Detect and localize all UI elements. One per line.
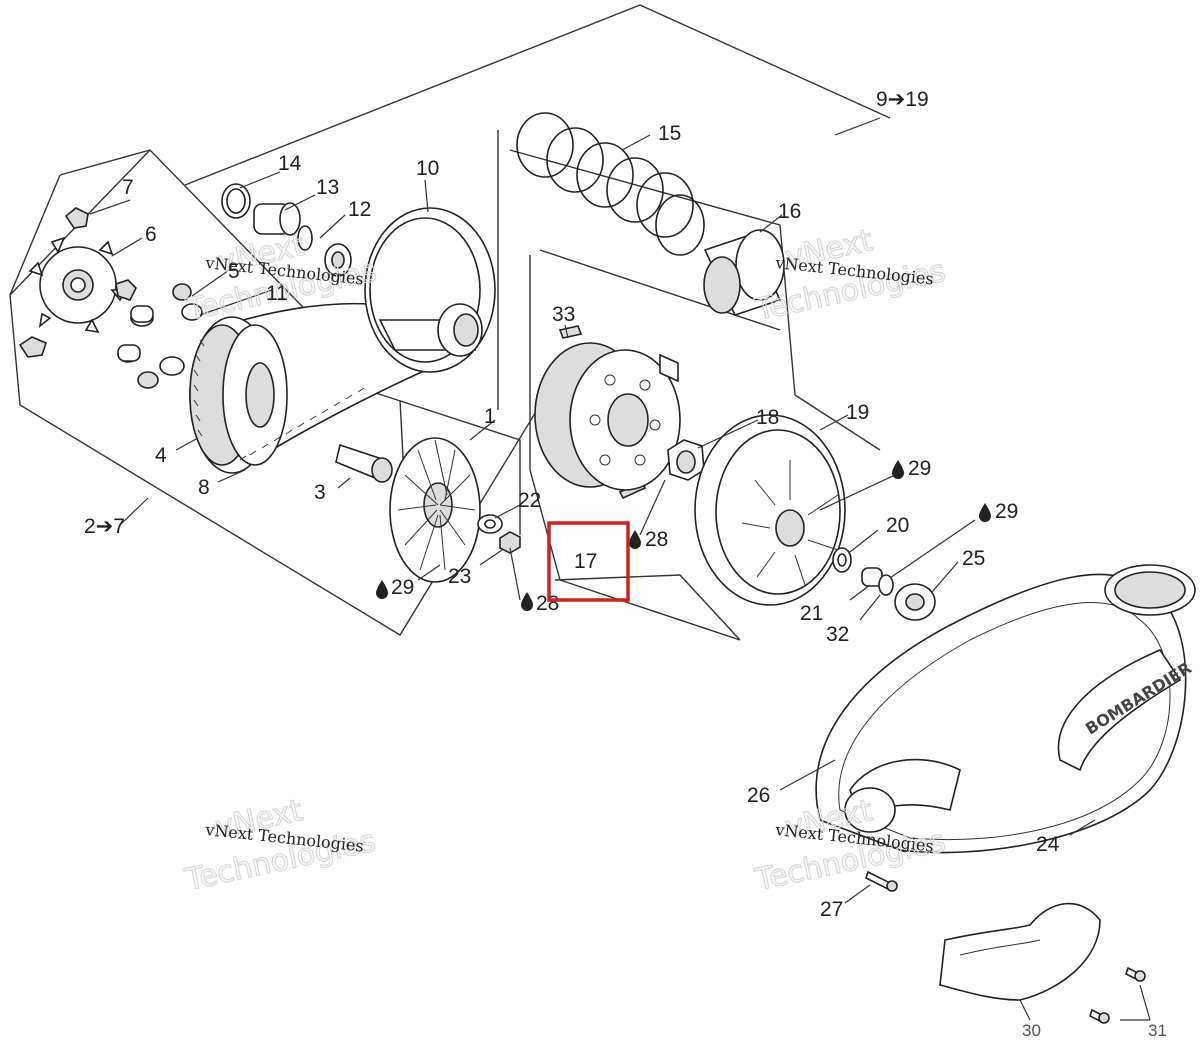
spring-and-sleeve xyxy=(516,112,785,316)
callout-28-a: 28 xyxy=(645,528,668,551)
primary-pulley-parts xyxy=(18,207,203,389)
callout-33: 33 xyxy=(552,303,575,326)
callout-labels: 7 6 5 11 14 13 12 10 15 16 9➔19 33 18 19… xyxy=(84,88,1167,1040)
oil-drop-icon xyxy=(629,530,641,549)
clutch-assembly xyxy=(534,325,705,500)
callout-23: 23 xyxy=(448,565,471,588)
callout-8: 8 xyxy=(198,476,210,499)
lubrication-markers xyxy=(376,460,991,611)
callout-17: 17 xyxy=(574,550,597,573)
callout-28-b: 28 xyxy=(536,592,559,615)
callout-10: 10 xyxy=(416,157,439,180)
callout-3: 3 xyxy=(314,481,326,504)
callout-6: 6 xyxy=(145,223,157,246)
callout-4: 4 xyxy=(155,444,167,467)
secondary-pulley-parts xyxy=(221,183,496,373)
clutch-cover: BOMBARDIER xyxy=(815,564,1196,854)
callout-12: 12 xyxy=(348,198,371,221)
callout-29-b: 29 xyxy=(908,457,931,480)
callout-11: 11 xyxy=(266,282,288,305)
callout-13: 13 xyxy=(316,176,339,199)
callout-20: 20 xyxy=(886,514,909,537)
callout-16: 16 xyxy=(778,200,801,223)
callout-32: 32 xyxy=(826,623,849,646)
callout-19: 19 xyxy=(846,401,869,424)
callout-21: 21 xyxy=(800,602,823,625)
oil-drop-icon xyxy=(979,503,991,522)
bearing-parts xyxy=(832,547,936,621)
oil-drop-icon xyxy=(376,580,388,599)
callout-31: 31 xyxy=(1148,1021,1167,1040)
callout-22: 22 xyxy=(518,489,541,512)
callout-14: 14 xyxy=(278,152,302,175)
callout-group-2-7: 2➔7 xyxy=(84,515,125,538)
highlight-box-part-17 xyxy=(547,521,630,602)
oil-drop-icon xyxy=(892,460,904,479)
oil-drop-icon xyxy=(521,592,533,611)
callout-25: 25 xyxy=(962,547,985,570)
fan-and-sleeve xyxy=(335,437,521,583)
callout-29-c: 29 xyxy=(995,500,1018,523)
callout-30: 30 xyxy=(1022,1021,1041,1040)
callout-15: 15 xyxy=(658,122,681,145)
leader-lines xyxy=(89,117,1151,1021)
clutch-drum xyxy=(694,414,846,606)
callout-group-9-19: 9➔19 xyxy=(876,88,929,111)
callout-26: 26 xyxy=(747,784,770,807)
callout-27: 27 xyxy=(820,898,843,921)
callout-18: 18 xyxy=(756,406,779,429)
duct-cover xyxy=(865,870,1146,1024)
callout-29-a: 29 xyxy=(391,576,414,599)
callout-5: 5 xyxy=(228,260,240,283)
callout-1: 1 xyxy=(484,405,496,428)
callout-7: 7 xyxy=(122,176,134,199)
callout-24: 24 xyxy=(1036,833,1060,856)
